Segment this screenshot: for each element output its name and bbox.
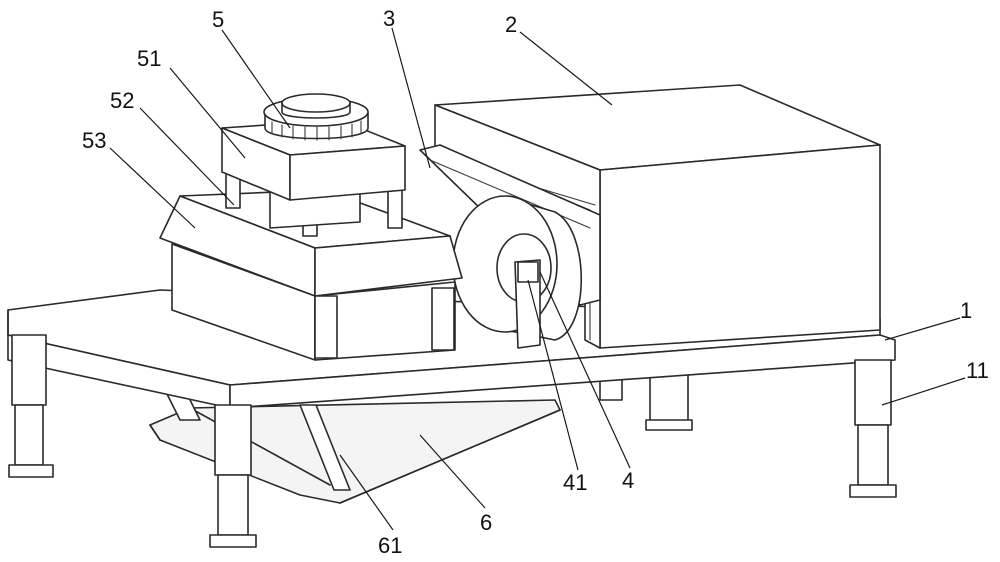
axle-41: [517, 261, 539, 283]
label-53: 53: [82, 128, 106, 153]
frame-plate: [149, 399, 561, 504]
mold-base-clamp-left: [314, 295, 338, 359]
reference-labels: 5 51 52 53 3 2 1 11 4 41 6 61: [82, 6, 989, 558]
leg-front-mid-lower: [217, 474, 249, 536]
motor-cap-top: [281, 93, 351, 113]
leg-front-left-foot: [8, 464, 54, 478]
housing-front: [599, 144, 881, 349]
leg-front-right-foot: [849, 484, 897, 498]
label-52: 52: [110, 88, 134, 113]
label-6: 6: [480, 510, 492, 535]
leg-front-left-upper: [11, 334, 47, 406]
leg-rear-middle: [649, 371, 689, 425]
leg-front-right-upper: [854, 359, 892, 426]
leg-foot-rear-middle: [645, 419, 693, 431]
leg-front-right-lower: [857, 424, 889, 486]
label-61: 61: [378, 533, 402, 558]
under-frame-6: [149, 389, 561, 504]
gear-teeth: [271, 120, 362, 141]
label-4: 4: [622, 468, 634, 493]
platen-front: [289, 145, 406, 201]
label-1: 1: [960, 298, 972, 323]
frame-strut-61: [299, 404, 351, 491]
roller-4: [452, 195, 583, 349]
label-41: 41: [563, 470, 587, 495]
label-5: 5: [212, 7, 224, 32]
table-front-right-edge: [229, 334, 896, 409]
label-2: 2: [505, 12, 517, 37]
label-51: 51: [137, 46, 161, 71]
front-legs-11: [8, 334, 897, 548]
motor-5: [263, 93, 369, 141]
label-3: 3: [383, 6, 395, 31]
housing-2: [434, 84, 881, 349]
mold-base-right-chamfer: [314, 235, 463, 297]
leader-lines: [109, 27, 966, 531]
leg-front-mid-upper: [214, 404, 252, 476]
leg-front-left-lower: [14, 404, 44, 466]
mold-base-clamp-right: [431, 287, 455, 351]
rear-legs: [599, 371, 693, 431]
leg-front-mid-foot: [209, 534, 257, 548]
label-11: 11: [966, 358, 989, 383]
